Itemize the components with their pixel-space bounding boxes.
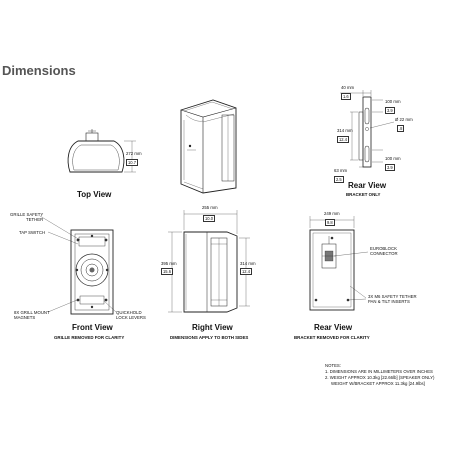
notes-line-2: 2. WEIGHT APPROX 10.3kg [22.66lb] (SPEAK…	[325, 375, 435, 380]
top-view-title: Top View	[77, 190, 112, 199]
bracket-bottom-in: 2.5	[334, 176, 344, 183]
rear-view-subtitle: BRACKET REMOVED FOR CLARITY	[294, 335, 370, 340]
callout-lock-levers: QUICKHOLD LOCK LEVERS	[116, 310, 146, 320]
rear-width-mm: 249 mm	[324, 211, 340, 216]
bracket-bottom-mm: 63 mm	[334, 168, 348, 173]
callout-tap-switch: TAP SWITCH	[19, 230, 46, 235]
top-view-dim-in: 10.7	[126, 159, 138, 166]
bracket-height-mm: 314 mm	[337, 128, 353, 133]
top-view-dim-mm: 272 mm	[126, 151, 142, 156]
callout-euroblock: EUROBLOCK CONNECTOR	[370, 246, 398, 256]
right-height-mm: 395 mm	[161, 261, 177, 266]
bracket-rear-drawing	[340, 90, 395, 168]
notes-line-3: WEIGHT W/BRACKET APPROX 11.3kg [24.9lbs]	[331, 381, 425, 386]
rear-width-in: 9.8	[325, 219, 335, 226]
bracket-view-subtitle: BRACKET ONLY	[346, 192, 381, 197]
bracket-width-mm: 40 mm	[341, 85, 355, 90]
right-height-in: 15.6	[161, 268, 173, 275]
rear-view-drawing	[309, 216, 369, 311]
callout-grille-tether: GRILLE SAFETY TETHER	[10, 212, 44, 222]
right-bracket-in: 12.4	[240, 268, 252, 275]
right-view-drawing	[168, 210, 250, 313]
bracket-hole-mm: Ø 22 mm	[395, 117, 413, 122]
bracket-bottom-gap-in: 3.9	[385, 164, 395, 171]
bracket-width-in: 1.6	[341, 93, 351, 100]
bracket-height-in: 12.4	[337, 136, 349, 143]
front-view-title: Front View	[72, 323, 113, 332]
right-view-title: Right View	[192, 323, 233, 332]
front-view-drawing	[39, 215, 117, 315]
right-depth-mm: 255 mm	[202, 205, 218, 210]
bracket-view-title: Rear View	[348, 181, 387, 190]
page-title: Dimensions	[2, 63, 76, 78]
notes-line-1: 1. DIMENSIONS ARE IN MILLIMETERS OVER IN…	[325, 369, 433, 374]
right-depth-in: 10.0	[203, 215, 215, 222]
notes-block: NOTES: 1. DIMENSIONS ARE IN MILLIMETERS …	[325, 363, 434, 387]
callout-safety-tether: 3X M6 SAFETY TETHER PAN & TILT INSERTS	[368, 294, 417, 304]
top-view-drawing	[67, 129, 136, 173]
bracket-top-gap-in: 3.9	[385, 107, 395, 114]
rear-view-title: Rear View	[314, 323, 353, 332]
callout-grill-magnets: 8X GRILL MOUNT MAGNETS	[14, 310, 50, 320]
front-view-subtitle: GRILLE REMOVED FOR CLARITY	[54, 335, 125, 340]
right-view-subtitle: DIMENSIONS APPLY TO BOTH SIDES	[170, 335, 249, 340]
right-bracket-mm: 314 mm	[240, 261, 256, 266]
isometric-speaker-drawing	[180, 99, 237, 194]
bracket-hole-in: .8	[397, 125, 405, 132]
bracket-bottom-gap-mm: 100 mm	[385, 156, 401, 161]
notes-heading: NOTES:	[325, 363, 341, 368]
bracket-top-gap-mm: 100 mm	[385, 99, 401, 104]
